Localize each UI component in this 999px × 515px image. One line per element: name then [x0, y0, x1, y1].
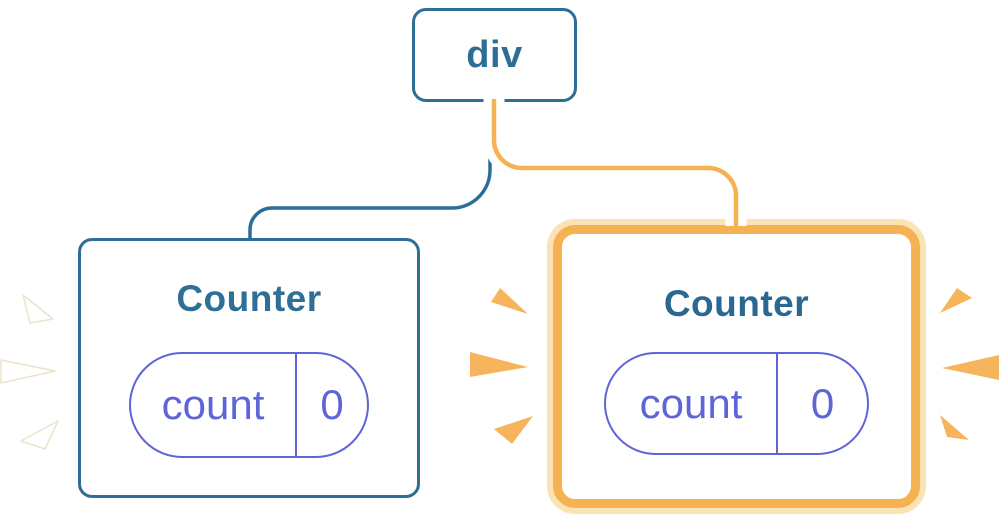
edge-root-to-right-casing [483, 92, 747, 226]
state-value-right: 0 [810, 379, 835, 427]
white-burst-sparkle-icon [0, 294, 59, 450]
state-value-left: 0 [320, 381, 344, 428]
root-div-label: div [466, 33, 523, 76]
counter-title-right: Counter [663, 283, 810, 324]
edge-root-to-right [491, 99, 739, 234]
counter-title-left: Counter [176, 278, 322, 319]
state-key-right: count [606, 354, 778, 453]
counter-card-right: Counter count 0 [553, 225, 920, 508]
root-div-node: div [412, 8, 577, 102]
edge-root-to-left [248, 96, 492, 241]
state-key-left: count [131, 354, 297, 456]
state-pill-left: count 0 [129, 352, 369, 458]
state-pill-right: count 0 [604, 352, 869, 455]
counter-card-left: Counter count 0 [78, 238, 420, 498]
